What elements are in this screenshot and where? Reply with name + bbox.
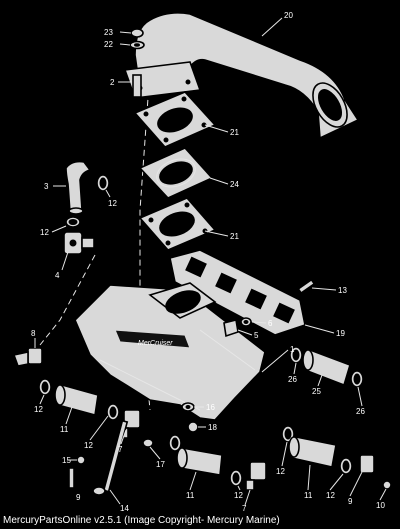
part-21-gasket-upper[interactable] bbox=[133, 91, 217, 148]
callout-10: 10 bbox=[376, 501, 385, 510]
part-13-dowel[interactable] bbox=[297, 278, 316, 295]
part-11-hose-a[interactable] bbox=[54, 383, 99, 417]
part-12-clamp-c[interactable] bbox=[38, 378, 52, 396]
callout-2: 2 bbox=[110, 78, 115, 87]
part-23-nut[interactable] bbox=[130, 28, 144, 38]
assembly-center-line bbox=[139, 69, 151, 411]
part-8-elbow-fitting[interactable] bbox=[12, 347, 43, 367]
callout-7-a: 7 bbox=[118, 445, 123, 454]
callout-9-b: 9 bbox=[348, 497, 353, 506]
part-25-hose[interactable] bbox=[302, 348, 351, 387]
callout-7-b: 7 bbox=[242, 504, 247, 512]
part-16-washer[interactable] bbox=[181, 402, 195, 412]
callout-24: 24 bbox=[230, 180, 239, 189]
part-12-clamp-e[interactable] bbox=[168, 434, 182, 452]
part-5-plug[interactable] bbox=[223, 319, 239, 338]
part-20-exhaust-elbow[interactable] bbox=[123, 12, 360, 140]
callout-12-g: 12 bbox=[326, 491, 335, 500]
callout-12-a: 12 bbox=[108, 199, 117, 208]
part-3-hose-elbow[interactable] bbox=[65, 160, 92, 215]
part-15-screw[interactable] bbox=[68, 455, 86, 489]
callout-17: 17 bbox=[156, 460, 165, 469]
callout-5: 5 bbox=[254, 331, 259, 340]
part-2-stud[interactable] bbox=[132, 74, 142, 98]
callout-3: 3 bbox=[44, 182, 49, 191]
part-12-clamp-h[interactable] bbox=[339, 457, 353, 475]
callout-12-c: 12 bbox=[34, 405, 43, 414]
part-11-hose-b[interactable] bbox=[176, 447, 223, 476]
image-caption: MercuryPartsOnline v2.5.1 (Image Copyrig… bbox=[3, 515, 280, 526]
callout-21-lower: 21 bbox=[230, 232, 239, 241]
callout-26-b: 26 bbox=[356, 407, 365, 416]
callout-16: 16 bbox=[206, 403, 215, 412]
callout-23: 23 bbox=[104, 28, 113, 37]
callout-11-a: 11 bbox=[60, 425, 69, 434]
part-7-fitting-b[interactable] bbox=[245, 461, 267, 491]
callout-labels: 20 23 22 2 21 24 21 3 12 12 4 13 6 5 19 … bbox=[31, 11, 385, 512]
hose-assembly-line bbox=[39, 254, 96, 346]
part-1-exhaust-manifold[interactable]: MerCruiser bbox=[74, 282, 266, 421]
callout-12-d: 12 bbox=[84, 441, 93, 450]
callout-8: 8 bbox=[31, 329, 36, 338]
callout-1: 1 bbox=[290, 345, 295, 354]
part-12-clamp-a[interactable] bbox=[96, 174, 110, 192]
callout-12-e: 12 bbox=[234, 491, 243, 500]
part-12-clamp-d[interactable] bbox=[106, 403, 120, 421]
callout-26-a: 26 bbox=[288, 375, 297, 384]
part-17-washer[interactable] bbox=[142, 438, 154, 448]
part-12-clamp-f[interactable] bbox=[229, 469, 243, 487]
callout-9-a: 9 bbox=[76, 493, 81, 502]
part-12-clamp-b[interactable] bbox=[65, 216, 81, 228]
part-18-plug[interactable] bbox=[187, 421, 199, 433]
part-24-spacer-plate[interactable] bbox=[138, 147, 214, 199]
callout-11-c: 11 bbox=[304, 491, 313, 500]
part-4-fitting[interactable] bbox=[63, 231, 95, 255]
callout-12-b: 12 bbox=[40, 228, 49, 237]
callout-13: 13 bbox=[338, 286, 347, 295]
part-10-plug[interactable] bbox=[382, 480, 392, 490]
callout-12-f: 12 bbox=[276, 467, 285, 476]
callout-20: 20 bbox=[284, 11, 293, 20]
leader-lines bbox=[34, 17, 387, 506]
part-21-gasket-lower[interactable] bbox=[138, 197, 217, 251]
callout-25: 25 bbox=[312, 387, 321, 396]
callout-21-upper: 21 bbox=[230, 128, 239, 137]
exploded-parts-diagram: MerCruiser bbox=[12, 11, 392, 512]
part-22-washer[interactable] bbox=[129, 40, 145, 50]
part-26-clamp-b[interactable] bbox=[350, 370, 364, 388]
part-14-bolt[interactable] bbox=[92, 419, 129, 496]
part-6-washer[interactable] bbox=[240, 317, 252, 327]
callout-18: 18 bbox=[208, 423, 217, 432]
callout-11-b: 11 bbox=[186, 491, 195, 500]
part-9-fitting[interactable] bbox=[359, 454, 375, 474]
callout-22: 22 bbox=[104, 40, 113, 49]
callout-19: 19 bbox=[336, 329, 345, 338]
callout-4: 4 bbox=[55, 271, 60, 280]
manifold-logo-text: MerCruiser bbox=[138, 340, 173, 347]
part-11-hose-c[interactable] bbox=[288, 436, 337, 468]
callout-14: 14 bbox=[120, 504, 129, 512]
callout-15: 15 bbox=[62, 456, 71, 465]
callout-6: 6 bbox=[268, 319, 273, 328]
